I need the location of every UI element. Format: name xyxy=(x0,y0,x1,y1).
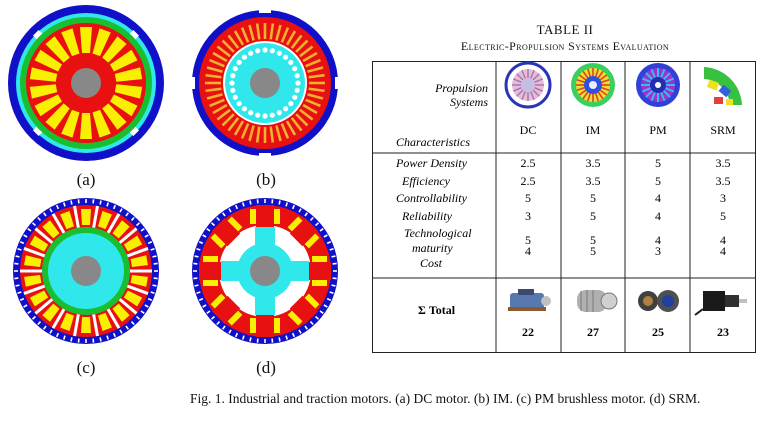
total-srm: 23 xyxy=(717,325,729,339)
pm-stator-windings xyxy=(20,205,152,337)
pm-motor-diagram xyxy=(10,195,162,347)
evaluation-table: Propulsion Systems Characteristics DC IM… xyxy=(372,61,756,353)
im-frame-notches xyxy=(188,6,342,160)
im-shaft xyxy=(250,68,280,98)
row-value: 5 xyxy=(590,244,596,258)
system-name-pm: PM xyxy=(649,123,667,137)
row-value: 5 xyxy=(590,191,596,205)
table-border xyxy=(372,61,756,353)
row-value: 5 xyxy=(590,209,596,223)
row-label: Controllability xyxy=(396,191,468,205)
dc-motor-photo xyxy=(508,289,551,311)
row-value: 4 xyxy=(655,191,661,205)
srm-stator-windings xyxy=(199,205,331,337)
header-characteristics-label: Characteristics xyxy=(396,135,470,149)
srm-frame-ticks xyxy=(193,199,337,343)
im-motor-thumbnail xyxy=(571,63,615,107)
pm-motor-thumbnail xyxy=(636,63,680,107)
row-value: 4 xyxy=(655,209,661,223)
row-label: Reliability xyxy=(401,209,453,223)
system-name-dc: DC xyxy=(520,123,537,137)
row-value: 4 xyxy=(720,233,726,247)
sublabel-b: (b) xyxy=(256,170,276,189)
header-propulsion-label-2: Systems xyxy=(450,95,488,109)
im-motor-diagram xyxy=(188,6,342,160)
row-value: 2.5 xyxy=(521,156,536,170)
dc-stator-gaps xyxy=(32,29,140,137)
pm-motor-photo xyxy=(638,290,679,312)
im-motor-photo xyxy=(577,290,618,312)
total-im: 27 xyxy=(587,325,599,339)
row-value: 4 xyxy=(525,244,531,258)
row-value: 2.5 xyxy=(521,174,536,188)
row-label: Cost xyxy=(420,256,443,270)
row-value: 5 xyxy=(525,233,531,247)
total-dc: 22 xyxy=(522,325,534,339)
im-stator-slots xyxy=(205,23,325,143)
header-propulsion-label-1: Propulsion xyxy=(434,81,488,95)
pm-shaft xyxy=(71,256,101,286)
im-rotor-bars xyxy=(229,47,301,119)
row-value: 4 xyxy=(655,233,661,247)
row-value: 3 xyxy=(720,191,726,205)
system-name-im: IM xyxy=(586,123,601,137)
total-pm: 25 xyxy=(652,325,664,339)
srm-motor-diagram xyxy=(189,195,341,347)
row-value: 3.5 xyxy=(716,156,731,170)
dc-motor-thumbnail xyxy=(504,61,552,109)
row-value: 3 xyxy=(525,209,531,223)
row-value: 5 xyxy=(655,156,661,170)
row-value: 5 xyxy=(525,191,531,205)
dc-shaft xyxy=(71,68,101,98)
row-value: 3.5 xyxy=(586,174,601,188)
row-label: Technological xyxy=(404,226,472,240)
row-value: 3.5 xyxy=(586,156,601,170)
table-number: TABLE II xyxy=(536,22,594,37)
row-label-cont: maturity xyxy=(412,241,453,255)
total-label: Σ Total xyxy=(418,303,456,317)
row-value: 5 xyxy=(590,233,596,247)
dc-motor-diagram xyxy=(8,5,164,161)
table-title: Electric-Propulsion Systems Evaluation xyxy=(460,39,670,53)
row-value: 5 xyxy=(655,174,661,188)
srm-motor-photo xyxy=(694,291,747,316)
row-value: 5 xyxy=(720,209,726,223)
table-caption: TABLE II Electric-Propulsion Systems Eva… xyxy=(372,22,758,54)
row-label: Efficiency xyxy=(401,174,451,188)
sublabel-d: (d) xyxy=(256,358,276,377)
sublabel-c: (c) xyxy=(76,358,96,377)
figure-caption: Fig. 1. Industrial and traction motors. … xyxy=(190,391,701,406)
sublabel-a: (a) xyxy=(76,170,96,189)
pm-frame-ticks xyxy=(14,199,158,343)
motor-figures xyxy=(8,5,342,347)
dc-rotor-windings xyxy=(29,27,143,139)
row-value: 3 xyxy=(655,244,661,258)
srm-motor-thumbnail xyxy=(704,67,742,105)
row-value: 3.5 xyxy=(716,174,731,188)
system-name-srm: SRM xyxy=(710,123,736,137)
row-value: 4 xyxy=(720,244,726,258)
srm-shaft xyxy=(250,256,280,286)
row-label: Power Density xyxy=(395,156,468,170)
